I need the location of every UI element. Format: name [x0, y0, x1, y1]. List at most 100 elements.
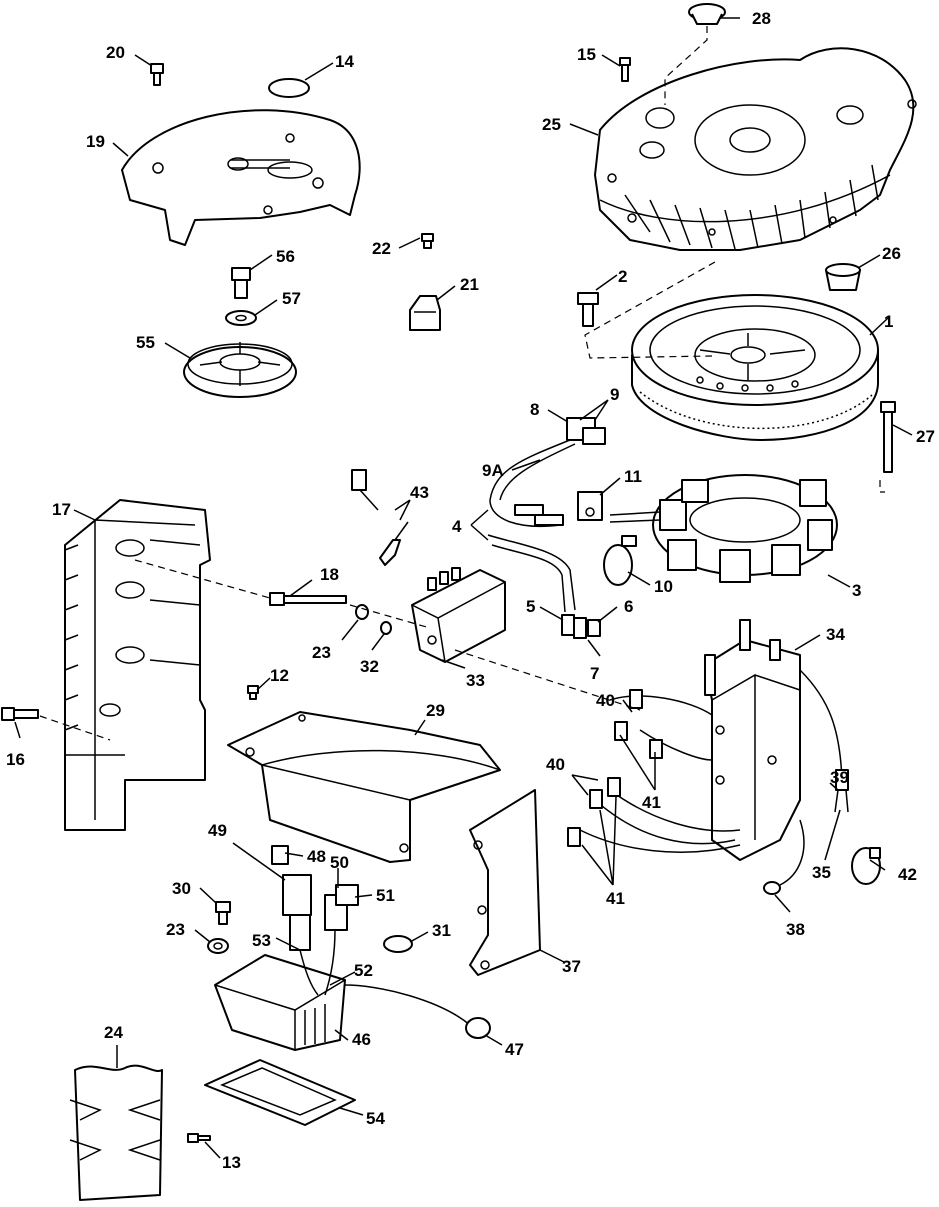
callout-41-upper: 41	[642, 793, 661, 812]
callout-38: 38	[786, 920, 805, 939]
callout-31: 31	[432, 921, 451, 940]
stator-part	[609, 474, 838, 583]
tie-strap-10	[603, 535, 637, 586]
callout-9a: 9A	[482, 461, 504, 480]
terminals-5-6-7	[561, 614, 601, 639]
spark-plug-lead-43	[351, 469, 409, 566]
callout-9: 9	[610, 385, 619, 404]
callout-23-upper: 23	[312, 643, 331, 662]
callout-46: 46	[352, 1030, 371, 1049]
callout-7: 7	[590, 664, 599, 683]
harness-48-53	[271, 845, 359, 996]
leader-lines	[14, 17, 913, 1159]
callout-21: 21	[460, 275, 479, 294]
clip-11	[577, 491, 603, 521]
callout-13: 13	[222, 1153, 241, 1172]
bolt-2	[577, 292, 599, 327]
screw-16	[1, 707, 39, 721]
cap-28	[688, 3, 726, 25]
callout-15: 15	[577, 45, 596, 64]
callout-labels: 1 2 3 4 5 6 7 8 9 9A 10 11 12 13 14 15 1…	[6, 9, 935, 1172]
cap-14	[268, 78, 310, 98]
screw-12	[247, 685, 259, 700]
callout-42: 42	[898, 865, 917, 884]
callout-30: 30	[172, 879, 191, 898]
callout-43: 43	[410, 483, 429, 502]
callout-50: 50	[330, 853, 349, 872]
callout-12: 12	[270, 666, 289, 685]
ground-lead-38	[763, 819, 805, 895]
ignition-module-part	[704, 619, 801, 861]
callout-18: 18	[320, 565, 339, 584]
bracket-37	[469, 789, 541, 976]
callout-28: 28	[752, 9, 771, 28]
clip-21	[409, 295, 441, 331]
callout-22: 22	[372, 239, 391, 258]
screw-30	[215, 901, 231, 925]
callout-33: 33	[466, 671, 485, 690]
callout-26: 26	[882, 244, 901, 263]
callout-40-lower: 40	[546, 755, 565, 774]
gasket-54	[204, 1059, 356, 1126]
callout-6: 6	[624, 597, 633, 616]
callout-20: 20	[106, 43, 125, 62]
callout-16: 16	[6, 750, 25, 769]
callout-37: 37	[562, 957, 581, 976]
callout-4: 4	[452, 517, 462, 536]
callout-29: 29	[426, 701, 445, 720]
callout-10: 10	[654, 577, 673, 596]
clip-31	[383, 935, 413, 953]
screw-20	[150, 63, 164, 86]
callout-32: 32	[360, 657, 379, 676]
callout-5: 5	[526, 597, 535, 616]
callout-34: 34	[826, 625, 845, 644]
bushing-26	[825, 263, 861, 291]
callout-51: 51	[376, 886, 395, 905]
callout-14: 14	[335, 52, 354, 71]
screw-15	[619, 57, 631, 82]
clamp-42	[851, 847, 881, 885]
callout-47: 47	[505, 1040, 524, 1059]
harness-connector-part	[487, 417, 606, 613]
callout-8: 8	[530, 400, 539, 419]
callout-52: 52	[354, 961, 373, 980]
screw-22	[421, 233, 434, 249]
callout-23-lower: 23	[166, 920, 185, 939]
ground-wire-47	[344, 984, 491, 1039]
callout-39: 39	[830, 768, 849, 787]
callout-54: 54	[366, 1109, 385, 1128]
ignition-coil-part	[411, 567, 506, 663]
callout-40-upper: 40	[596, 691, 615, 710]
washer-23-upper	[355, 604, 369, 620]
screw-13	[187, 1133, 211, 1143]
callout-55: 55	[136, 333, 155, 352]
leads-40-41	[567, 689, 741, 853]
bolt-56	[231, 267, 251, 299]
washer-57	[225, 310, 257, 326]
electrical-cover-part	[64, 499, 211, 831]
callout-1: 1	[884, 312, 893, 331]
callout-48: 48	[307, 847, 326, 866]
callout-49: 49	[208, 821, 227, 840]
callout-27: 27	[916, 427, 935, 446]
callout-17: 17	[52, 500, 71, 519]
callout-2: 2	[618, 267, 627, 286]
callout-19: 19	[86, 132, 105, 151]
callout-25: 25	[542, 115, 561, 134]
callout-24: 24	[104, 1023, 123, 1042]
power-pack-46	[214, 954, 346, 1051]
pulley-55	[183, 342, 297, 398]
callout-57: 57	[282, 289, 301, 308]
bolt-27	[880, 401, 896, 473]
lead-35-39	[799, 669, 849, 813]
callout-56: 56	[276, 247, 295, 266]
washer-32	[380, 621, 392, 635]
callout-11: 11	[624, 467, 642, 486]
flywheel-part	[631, 294, 880, 441]
washer-23-lower	[207, 938, 229, 954]
cover-24	[69, 1064, 163, 1201]
callout-35: 35	[812, 863, 831, 882]
callout-3: 3	[852, 581, 861, 600]
callout-41-lower: 41	[606, 889, 625, 908]
